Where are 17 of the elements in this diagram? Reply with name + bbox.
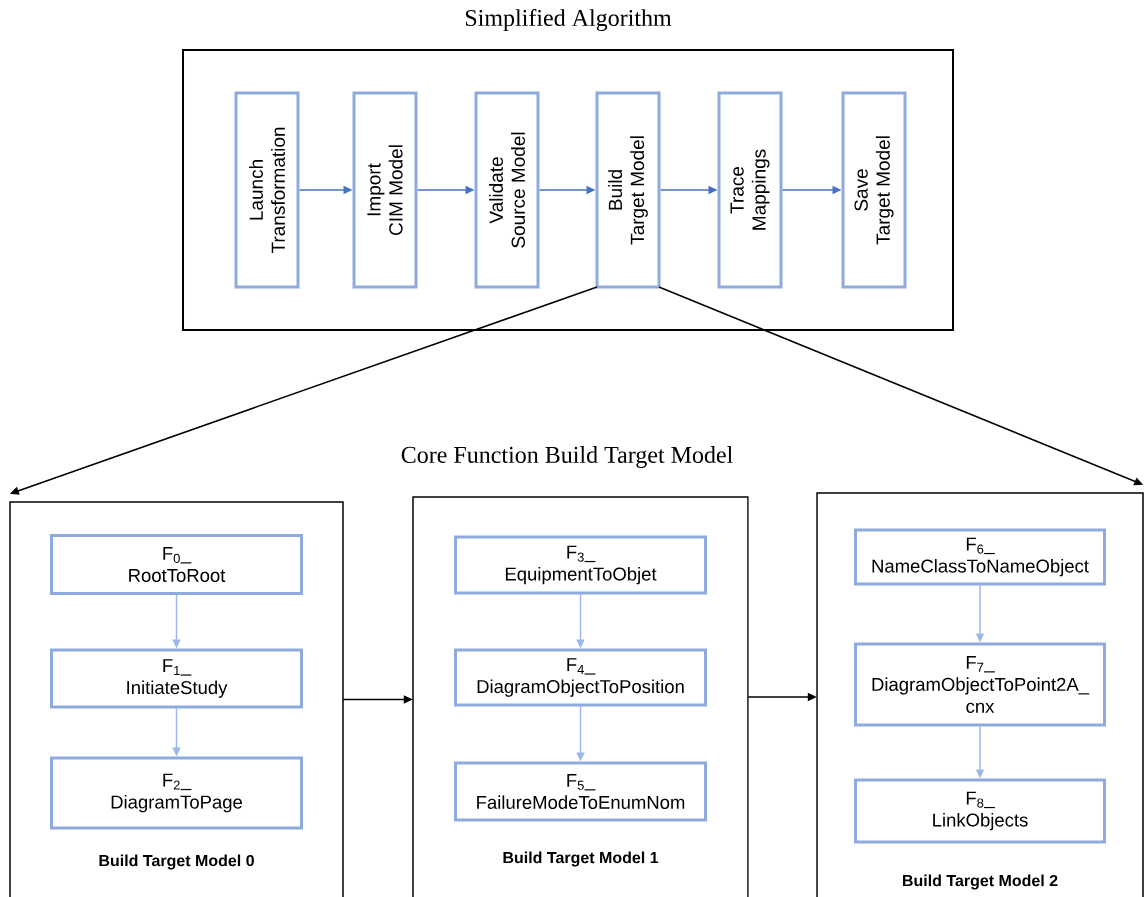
function-box: F$_{8}$_ LinkObjects bbox=[854, 778, 1106, 844]
function-box: F$_{5}$_ FailureModeToEnumNom bbox=[454, 761, 707, 822]
function-box: F$_{6}$_ NameClassToNameObject bbox=[854, 528, 1106, 586]
function-box: F$_{0}$_ RootToRoot bbox=[50, 534, 303, 595]
function-box: F$_{4}$_ DiagramObjectToPosition bbox=[454, 648, 707, 707]
process-box: Launch Transformation bbox=[234, 91, 300, 289]
function-box: F$_{1}$_ InitiateStudy bbox=[50, 648, 303, 709]
process-box: Build Target Model bbox=[595, 91, 661, 289]
process-box: Validate Source Model bbox=[474, 91, 540, 289]
process-box: Save Target Model bbox=[841, 91, 907, 289]
function-box: F$_{3}$_ EquipmentToObjet bbox=[454, 535, 707, 595]
function-box: F$_{7}$_ DiagramObjectToPoint2A_ cnx bbox=[854, 642, 1106, 727]
heading: Core Function Build Target Model bbox=[401, 446, 733, 468]
process-box: Trace Mappings bbox=[717, 91, 783, 289]
heading: Simplified Algorithm bbox=[465, 8, 672, 32]
function-box: F$_{2}$_ DiagramToPage bbox=[50, 756, 303, 830]
process-box: Import CIM Model bbox=[352, 91, 418, 289]
